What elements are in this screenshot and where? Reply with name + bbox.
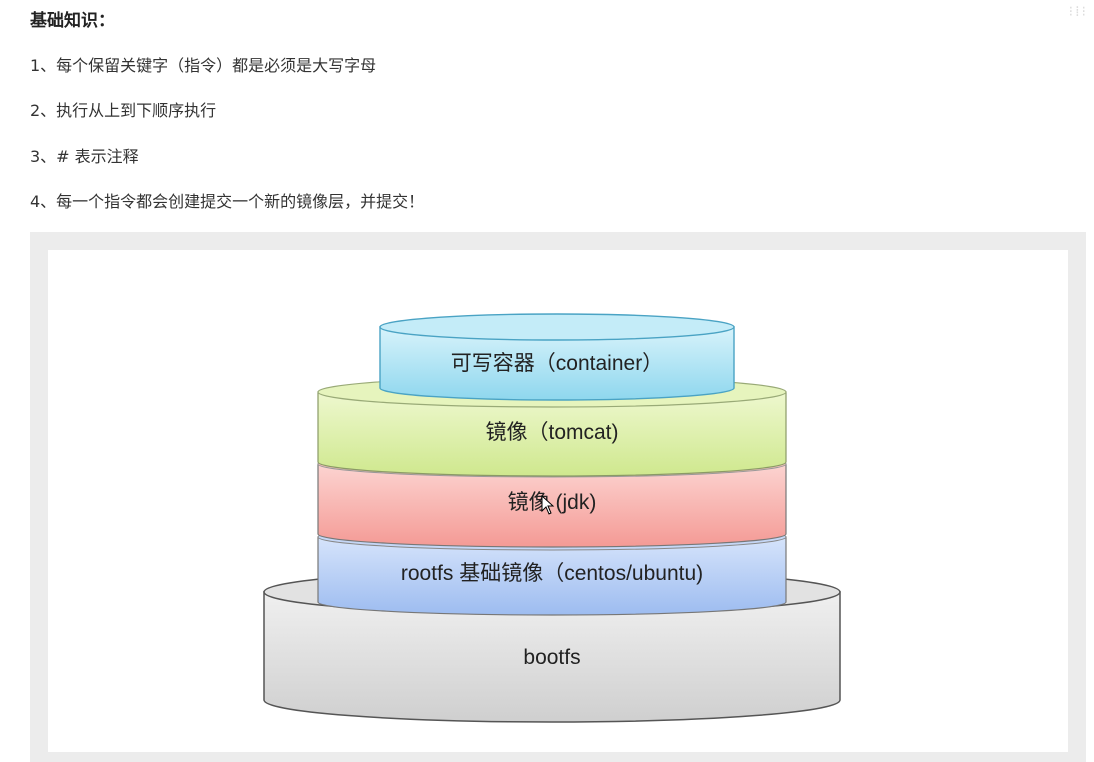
layer-container: 可写容器（container） xyxy=(379,313,735,401)
corner-decoration-icon: ⁝⁞⁝ xyxy=(1068,4,1088,20)
layer-label-tomcat: 镜像（tomcat) xyxy=(485,421,618,444)
section-heading: 基础知识： xyxy=(30,11,115,31)
rule-2: 2、执行从上到下顺序执行 xyxy=(30,101,217,120)
rule-1: 1、每个保留关键字（指令）都是必须是大写字母 xyxy=(30,56,377,75)
mouse-cursor-icon xyxy=(541,494,555,515)
layer-label-container: 可写容器（container） xyxy=(451,352,663,375)
figure-frame: bootfs rootfs 基础镜像（centos/ubuntu) 镜像 (jd… xyxy=(30,232,1086,762)
layer-label-jdk: 镜像 (jdk) xyxy=(508,491,597,514)
rule-4: 4、每一个指令都会创建提交一个新的镜像层，并提交！ xyxy=(30,192,425,211)
figure-canvas: bootfs rootfs 基础镜像（centos/ubuntu) 镜像 (jd… xyxy=(48,250,1068,752)
layer-label-rootfs: rootfs 基础镜像（centos/ubuntu) xyxy=(401,562,703,585)
layer-stack-diagram: bootfs rootfs 基础镜像（centos/ubuntu) 镜像 (jd… xyxy=(263,313,841,723)
rule-3: 3、# 表示注释 xyxy=(30,147,139,166)
layer-label-bootfs: bootfs xyxy=(523,646,580,669)
